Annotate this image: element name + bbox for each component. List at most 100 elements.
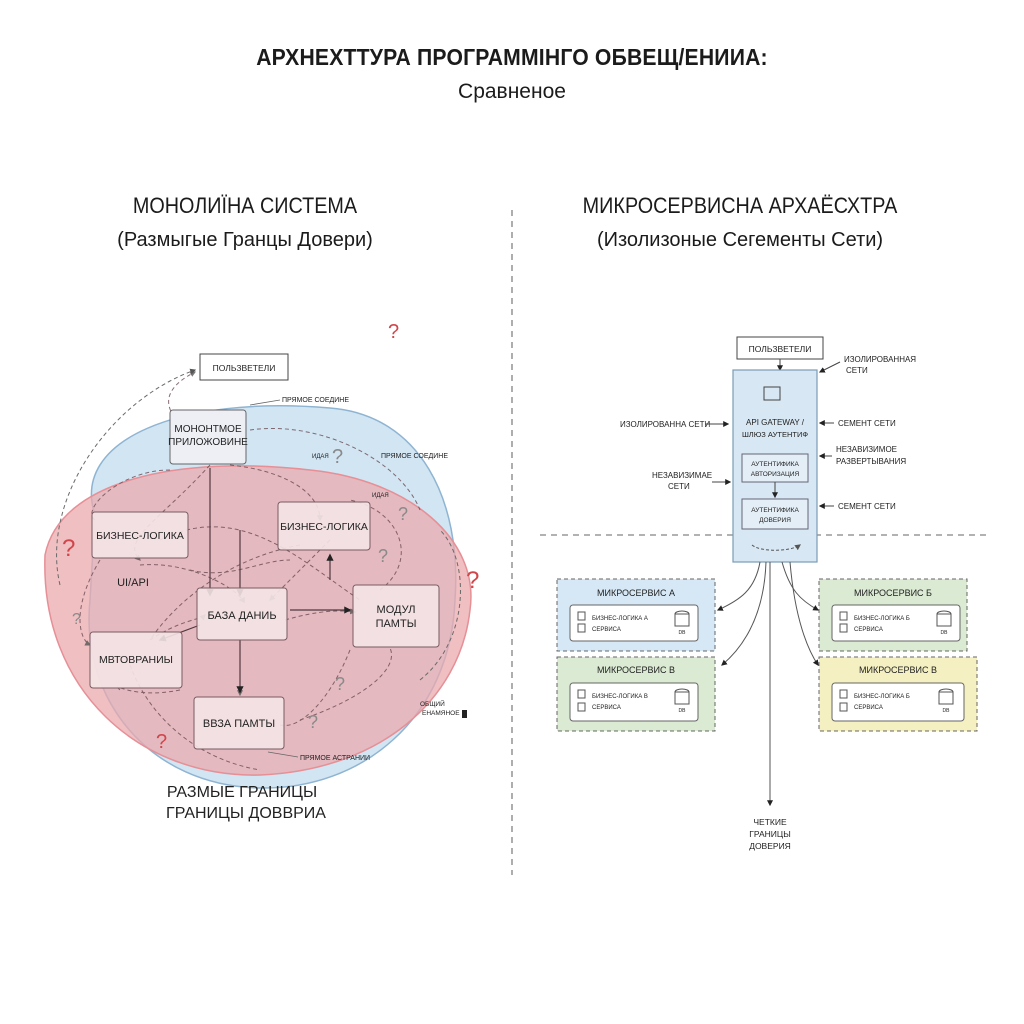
service-connectors (716, 561, 820, 807)
doc-icon (839, 702, 848, 712)
doc-icon (577, 689, 586, 699)
label-isolated-top-2: СЕТИ (846, 366, 868, 375)
svg-text:DB: DB (941, 630, 949, 636)
label-independent-left-2: СЕТИ (668, 482, 690, 491)
microservice-a: МИКРОСЕРВИС А БИЗНЕС-ЛОГИКА А СЕРВИСА DB (556, 578, 716, 652)
memory-module-label-1: МОДУЛ (377, 604, 416, 616)
annotation-shared-2: ЕНАМЯНОЕ (422, 710, 460, 717)
question-mark-red-1: ? (62, 535, 75, 562)
annotation-shared-1: ОБЩИЙ (420, 699, 445, 708)
ms-footer-3: ДОВЕРИЯ (749, 841, 791, 851)
microservice-d: МИКРОСЕРВИС В БИЗНЕС-ЛОГИКА Б СЕРВИСА DB (818, 656, 978, 732)
memory-base-label: ВВЗА ПАМТЫ (203, 718, 275, 730)
question-mark-gray-1: ? (332, 446, 343, 468)
business-logic-label-2: БИЗНЕС-ЛОГИКА (280, 521, 368, 533)
main-subtitle: Сравненое (458, 80, 566, 103)
doc-icon (839, 689, 848, 699)
annotation-direct-1: ПРЯМОЕ СОЕДИНЕ (282, 397, 349, 404)
ms-footer-1: ЧЕТКИЕ (753, 817, 787, 827)
question-mark-red-3: ? (388, 321, 399, 343)
doc-icon (839, 623, 848, 633)
auth-service-label-2: АВТОРИЗАЦИЯ (751, 471, 800, 478)
trust-service-label-2: ДОВЕРИЯ (759, 517, 791, 524)
monolith-heading: МОНОЛИЇНА СИСТЕМА (132, 193, 358, 218)
database-label: БАЗА ДАНИЬ (207, 610, 276, 622)
ms-user-label: ПОЛЬЗВЕТЕЛИ (749, 344, 812, 354)
memory-module-box (352, 584, 440, 648)
ui-api-label: UI/API (117, 577, 149, 589)
svg-text:DB: DB (679, 630, 687, 636)
annotation-small-2: ИДАЯ (372, 493, 389, 499)
service-a-name: МИКРОСЕРВИС А (597, 588, 675, 598)
business-logic-box-2 (277, 501, 371, 551)
user-box (199, 353, 289, 381)
service-b-item-2: СЕРВИСА (854, 627, 883, 633)
label-independent-right-2: РАЗВЕРТЫВАНИЯ (836, 457, 906, 466)
question-mark-gray-2: ? (398, 504, 408, 524)
service-c-name: МИКРОСЕРВИС В (597, 665, 675, 675)
doc-icon (577, 611, 586, 621)
monolith-app-box (169, 409, 247, 465)
service-d-item-1: БИЗНЕС-ЛОГИКА Б (854, 694, 910, 700)
label-segment-1: СЕМЕНТ СЕТИ (838, 419, 896, 428)
service-b-item-1: БИЗНЕС-ЛОГИКА Б (854, 616, 910, 622)
app-label-2: ПРИЛОЖОВИНЕ (168, 437, 248, 448)
outer-user-arrow (56, 368, 197, 586)
svg-text:DB: DB (943, 708, 951, 714)
business-logic-label-1: БИЗНЕС-ЛОГИКА (96, 530, 184, 542)
question-mark-gray-5: ? (308, 712, 318, 732)
monolith-subheading: (Размыгые Гранцы Довери) (117, 229, 373, 251)
service-b-name: МИКРОСЕРВИС Б (854, 588, 932, 598)
doc-icon (839, 611, 848, 621)
label-isolated-top-1: ИЗОЛИРОВАННАЯ (844, 355, 916, 364)
auth-service-box (741, 453, 809, 483)
question-mark-red-2: ? (466, 567, 479, 594)
gateway-label-2: ШЛЮЗ АУТЕНТИФ (742, 430, 808, 439)
business-logic-box-1 (91, 511, 189, 559)
user-label: ПОЛЬЗВЕТЕЛИ (213, 363, 276, 373)
service-d-item-2: СЕРВИСА (854, 705, 883, 711)
memory-base-box (193, 696, 285, 750)
outer-right-arrow (419, 529, 461, 681)
question-mark-red-4: ? (156, 731, 167, 753)
ms-footer-2: ГРАНИЦЫ (749, 829, 790, 839)
app-label-1: МОНОНТМОЕ (174, 424, 242, 435)
trust-service-box (741, 498, 809, 530)
main-title: АРХНЕХТТУРА ПРОГРАММІНГО ОБВЕЩ/ЕНИИА: (256, 44, 768, 70)
microservices-heading: МИКРОСЕРВИСНА АРХАЁСХТРА (582, 193, 898, 218)
label-independent-right-1: НЕЗАВИЗИМОЕ (836, 445, 897, 454)
microservice-b: МИКРОСЕРВИС Б БИЗНЕС-ЛОГИКА Б СЕРВИСА DB (818, 578, 968, 652)
question-marks: ? ? ? ? ? ? ? ? ? ? (62, 321, 479, 753)
service-a-item-1: БИЗНЕС-ЛОГИКА А (592, 616, 648, 622)
question-mark-gray-3: ? (378, 546, 388, 566)
auth-label: МВТОВРАНИЫ (99, 654, 173, 666)
label-isolated-left: ИЗОЛИРОВАННА СЕТИ (620, 420, 711, 429)
monolith-footer-2: ГРАНИЦЫ ДОВВРИА (166, 805, 326, 822)
service-c-item-1: БИЗНЕС-ЛОГИКА В (592, 694, 648, 700)
annotation-bottom: ПРЯМОЕ АСТРАНИИ (300, 755, 370, 762)
svg-text:DB: DB (679, 708, 687, 714)
memory-module-label-2: ПАМТЫ (376, 618, 417, 630)
service-c-item-2: СЕРВИСА (592, 705, 621, 711)
monolith-footer-1: РАЗМЫЕ ГРАНИЦЫ (167, 784, 317, 801)
question-mark-gray-4: ? (335, 674, 345, 694)
gateway-label-1: API GATEWAY / (746, 418, 805, 427)
database-box (196, 587, 288, 641)
doc-icon (577, 702, 586, 712)
question-mark-gray-6: ? (72, 611, 81, 628)
auth-service-label-1: АУТЕНТИФИКА (751, 461, 799, 468)
label-independent-left-1: НЕЗАВИЗИМАЕ (652, 471, 712, 480)
microservices-subheading: (Изолизоные Сегементы Сети) (596, 229, 884, 251)
annotation-direct-2: ПРЯМОЕ СОЕДИНЕ (381, 453, 448, 460)
label-segment-2: СЕМЕНТ СЕТИ (838, 502, 896, 511)
doc-icon (577, 623, 586, 633)
gateway-icon (763, 386, 781, 401)
microservice-c: МИКРОСЕРВИС В БИЗНЕС-ЛОГИКА В СЕРВИСА DB (556, 656, 716, 732)
service-a-item-2: СЕРВИСА (592, 627, 621, 633)
service-d-name: МИКРОСЕРВИС В (859, 665, 937, 675)
auth-box (89, 631, 183, 689)
trust-service-label-1: АУТЕНТИФИКА (751, 507, 799, 514)
annotation-small-1: ИДАЯ (312, 454, 329, 460)
